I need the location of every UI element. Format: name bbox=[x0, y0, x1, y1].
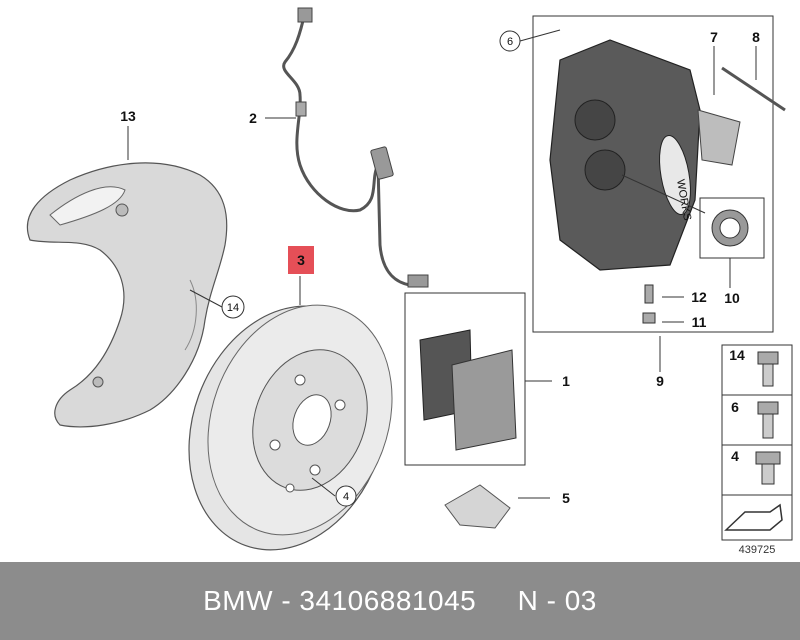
leader-lines bbox=[127, 29, 757, 499]
part-number-banner: BMW - 34106881045 N - 03 bbox=[0, 562, 800, 640]
brake-caliper-group: WORKS bbox=[532, 15, 786, 333]
part-label-7: 7 bbox=[710, 29, 718, 45]
brake-parts-diagram: WORKS bbox=[26, 7, 793, 556]
brake-disc bbox=[188, 304, 393, 551]
part-label-2: 2 bbox=[249, 110, 257, 126]
part-label-3: 3 bbox=[297, 252, 305, 268]
part-label-12: 12 bbox=[691, 289, 707, 305]
highlight-marker bbox=[288, 246, 314, 274]
part-label-11: 11 bbox=[692, 314, 707, 330]
legend-label-6: 6 bbox=[731, 399, 739, 415]
assembly-paste-sachet bbox=[444, 484, 511, 529]
circled-label-14: 14 bbox=[227, 302, 239, 314]
circled-label-4: 4 bbox=[343, 491, 349, 503]
part-label-13: 13 bbox=[120, 108, 136, 124]
legend-label-4: 4 bbox=[731, 448, 739, 464]
image-code: 439725 bbox=[739, 544, 776, 556]
part-number-text: BMW - 34106881045 N - 03 bbox=[203, 585, 597, 616]
brake-pads-group bbox=[404, 292, 526, 466]
part-label-9: 9 bbox=[656, 373, 664, 389]
bolt-legend bbox=[721, 344, 793, 541]
part-label-8: 8 bbox=[752, 29, 760, 45]
part-label-1: 1 bbox=[562, 373, 570, 389]
part-label-10: 10 bbox=[724, 290, 740, 306]
circled-label-6: 6 bbox=[507, 36, 513, 48]
brake-wear-sensor bbox=[282, 7, 429, 288]
legend-label-14: 14 bbox=[729, 347, 745, 363]
part-label-5: 5 bbox=[562, 490, 570, 506]
brake-heat-shield bbox=[26, 162, 228, 428]
